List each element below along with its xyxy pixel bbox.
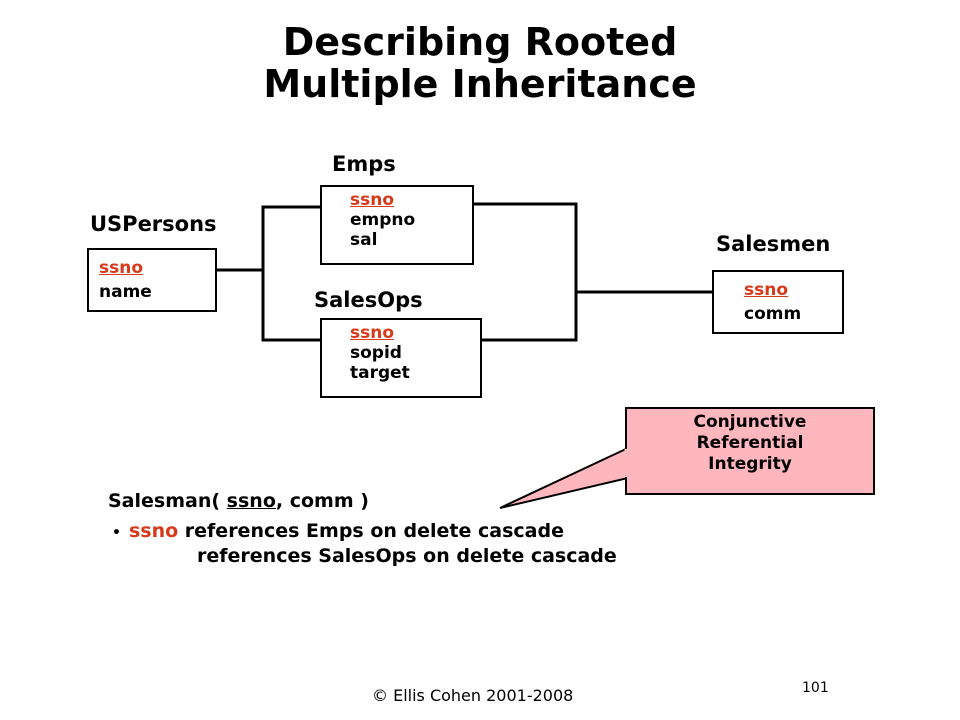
callout-line1: Conjunctive (693, 412, 807, 432)
reference-line-1: • ssno references Emps on delete cascade (112, 520, 564, 542)
callout-pointer (499, 446, 629, 509)
uspersons-name-field: name (99, 282, 152, 302)
slide-title-line1: Describing Rooted (282, 20, 678, 64)
reference-line-2: references SalesOps on delete cascade (197, 545, 617, 567)
salesmen-comm-field: comm (744, 304, 802, 324)
salesmen-ssno-field: ssno (744, 280, 789, 300)
salesmen-to-emps-line (433, 202, 740, 294)
callout-line3: Integrity (708, 454, 792, 474)
uspersons-table-box: ssno name (87, 248, 217, 312)
reference-emps-text: references Emps on delete cascade (184, 520, 564, 542)
salesops-target-field: target (350, 363, 410, 383)
callout-line2: Referential (696, 433, 804, 453)
salesops-table-box: ssno sopid target (320, 318, 482, 398)
emps-table-name: Emps (332, 152, 396, 176)
slide-title-line2: Multiple Inheritance (263, 62, 697, 106)
callout-text: Conjunctive Referential Integrity (628, 412, 872, 475)
salesops-ssno-field: ssno (350, 323, 395, 343)
emps-ssno-field: ssno (350, 190, 395, 210)
bullet: • (112, 525, 121, 541)
reference-key: ssno (128, 520, 179, 542)
salesops-sopid-field: sopid (350, 343, 402, 363)
page-number: 101 (802, 680, 829, 696)
copyright-text: © Ellis Cohen 2001-2008 (372, 686, 574, 705)
uspersons-ssno-field: ssno (99, 258, 144, 278)
uspersons-table-name: USPersons (90, 212, 217, 236)
emps-empno-field: empno (350, 210, 416, 230)
emps-sal-field: sal (350, 230, 378, 250)
schema-prefix: Salesman( (108, 490, 221, 512)
salesops-table-name: SalesOps (314, 288, 423, 312)
emps-to-uspersons-line (261, 205, 320, 342)
salesmen-table-box: ssno comm (712, 270, 844, 334)
schema-suffix: , comm ) (275, 490, 369, 512)
emps-table-box: ssno empno sal (320, 185, 474, 265)
schema-key: ssno (226, 490, 276, 512)
schema-definition: Salesman( ssno, comm ) (108, 490, 369, 512)
salesmen-table-name: Salesmen (716, 232, 831, 256)
